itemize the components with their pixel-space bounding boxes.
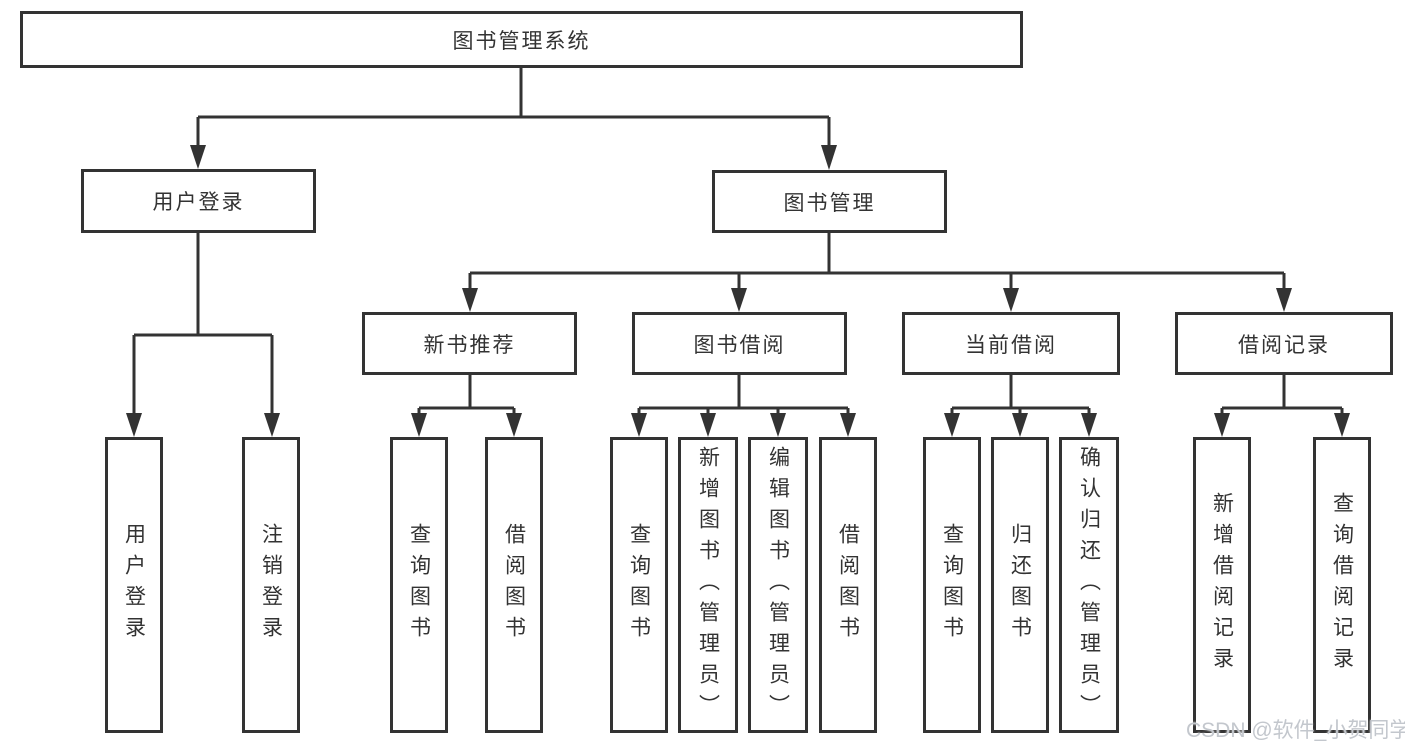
node-borrow-record: 借阅记录 [1175, 312, 1393, 375]
leaf-rec-borrow-book-label: 借阅图书 [502, 523, 526, 647]
leaf-current-confirm-return-label: 确认归还（管理员） [1077, 445, 1101, 725]
connector-root-to-level2 [190, 68, 837, 170]
leaf-borrow-query-book: 查询图书 [610, 437, 668, 733]
leaf-record-add-label: 新增借阅记录 [1210, 492, 1234, 678]
leaf-rec-query-book-label: 查询图书 [407, 523, 431, 647]
leaf-borrow-edit-book: 编辑图书（管理员） [748, 437, 808, 733]
leaf-user-login: 用户登录 [105, 437, 163, 733]
leaf-borrow-query-book-label: 查询图书 [627, 523, 651, 647]
node-new-book-recommend: 新书推荐 [362, 312, 577, 375]
leaf-current-return-book: 归还图书 [991, 437, 1049, 733]
leaf-record-query-label: 查询借阅记录 [1330, 492, 1354, 678]
leaf-borrow-borrow-book-label: 借阅图书 [836, 523, 860, 647]
leaf-logout-label: 注销登录 [259, 523, 283, 647]
leaf-current-return-book-label: 归还图书 [1008, 523, 1032, 647]
connector-userlogin-to-leaves [126, 233, 280, 437]
leaf-logout: 注销登录 [242, 437, 300, 733]
leaf-record-add: 新增借阅记录 [1193, 437, 1251, 733]
leaf-borrow-edit-book-label: 编辑图书（管理员） [766, 445, 790, 725]
leaf-borrow-add-book-label: 新增图书（管理员） [696, 445, 720, 725]
node-book-management: 图书管理 [712, 170, 947, 233]
node-current-borrow: 当前借阅 [902, 312, 1120, 375]
leaf-current-confirm-return: 确认归还（管理员） [1059, 437, 1119, 733]
leaf-rec-borrow-book: 借阅图书 [485, 437, 543, 733]
node-user-login: 用户登录 [81, 169, 316, 233]
leaf-current-query-book: 查询图书 [923, 437, 981, 733]
leaf-borrow-add-book: 新增图书（管理员） [678, 437, 738, 733]
connector-newbookrec-to-leaves [411, 375, 522, 437]
node-book-borrow: 图书借阅 [632, 312, 847, 375]
leaf-borrow-borrow-book: 借阅图书 [819, 437, 877, 733]
connector-bookborrow-to-leaves [631, 375, 856, 437]
leaf-current-query-book-label: 查询图书 [940, 523, 964, 647]
connector-borrowrecord-to-leaves [1214, 375, 1350, 437]
csdn-watermark: CSDN @软件_小贺同学 [1186, 719, 1405, 742]
leaf-user-login-label: 用户登录 [122, 523, 146, 647]
leaf-rec-query-book: 查询图书 [390, 437, 448, 733]
node-root: 图书管理系统 [20, 11, 1023, 68]
leaf-record-query: 查询借阅记录 [1313, 437, 1371, 733]
connector-currentborrow-to-leaves [944, 375, 1097, 437]
connector-bookmgmt-to-level3 [462, 233, 1292, 312]
